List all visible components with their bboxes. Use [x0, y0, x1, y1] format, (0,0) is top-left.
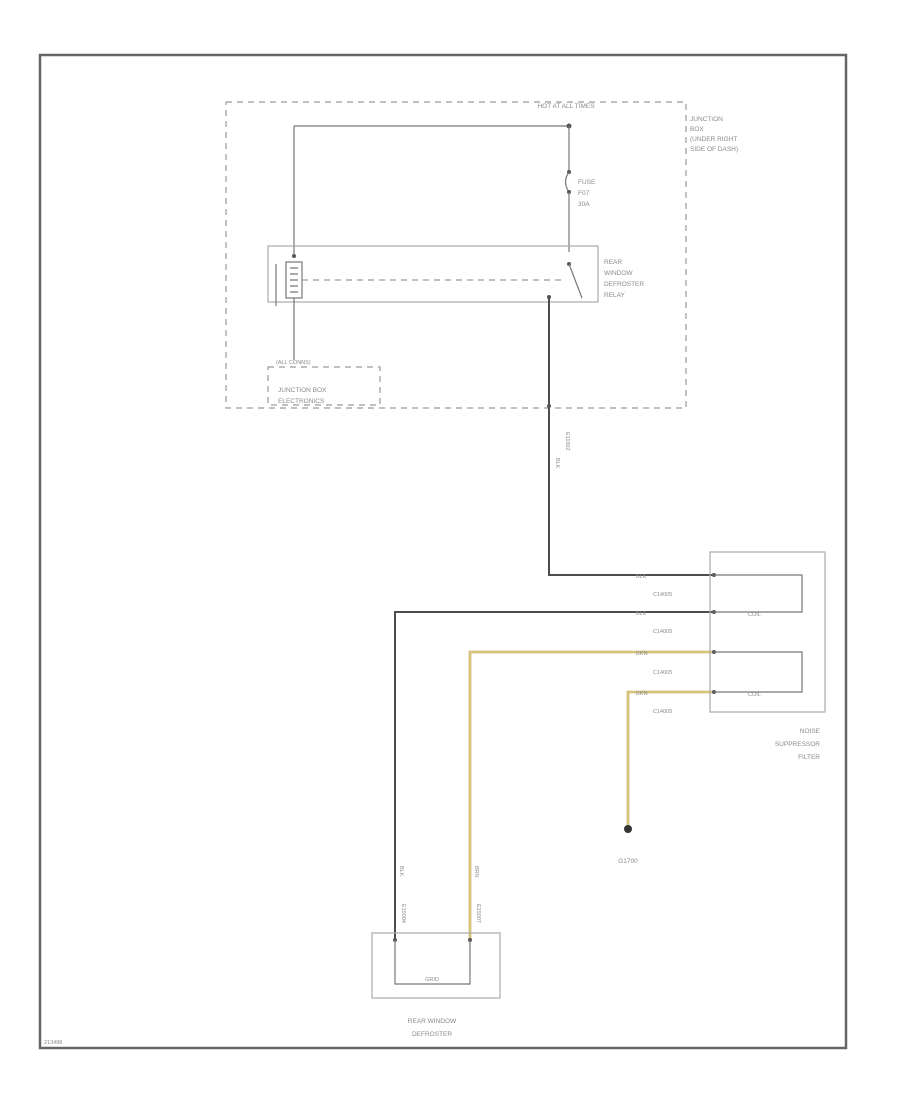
relay-label: REAR WINDOW DEFROSTER RELAY [604, 259, 644, 299]
svg-text:F07: F07 [578, 190, 590, 197]
left-defroster-wire [394, 611, 712, 940]
jb-electronics-connector: (ALL CONNS) [276, 360, 311, 366]
main-feed-wire [548, 297, 712, 576]
svg-text:SUPPRESSOR: SUPPRESSOR [775, 741, 820, 748]
svg-text:C14005: C14005 [653, 709, 672, 715]
diagram-frame [38, 53, 848, 1050]
defroster-element: GRID [393, 938, 472, 985]
svg-text:GRID: GRID [425, 977, 439, 983]
svg-text:RELAY: RELAY [604, 292, 625, 299]
svg-text:BLK: BLK [636, 574, 647, 580]
svg-text:(UNDER RIGHT: (UNDER RIGHT [690, 136, 737, 143]
svg-text:BOX: BOX [690, 126, 704, 133]
jb-electronics-outline [267, 366, 381, 406]
svg-text:C14005: C14005 [653, 629, 672, 635]
fuse-f07 [564, 126, 571, 252]
svg-text:C14005: C14005 [653, 670, 672, 676]
svg-text:JUNCTION: JUNCTION [690, 116, 723, 123]
right-defroster-color-label: BRN [473, 866, 479, 878]
fuse-label: FUSE F07 30A [578, 179, 596, 208]
relay-switch [547, 262, 583, 299]
noise-filter-outline [709, 551, 826, 713]
svg-text:C14005: C14005 [653, 592, 672, 598]
junction-box-outline [225, 101, 687, 409]
svg-text:COIL: COIL [748, 692, 761, 698]
svg-text:WINDOW: WINDOW [604, 270, 633, 277]
right-defroster-wire-core [469, 651, 712, 940]
connector-pin [547, 404, 551, 408]
defroster-label: REAR WINDOW DEFROSTER [408, 1018, 457, 1038]
svg-text:ELECTRONICS: ELECTRONICS [278, 398, 325, 405]
noise-filter-label: NOISE SUPPRESSOR FILTER [775, 728, 821, 761]
ground-label: G1700 [618, 858, 638, 865]
noise-filter-coil-1: COIL [714, 574, 803, 618]
left-defroster-color-label: BLK [398, 866, 404, 877]
filter-pin-4: BRN C14005 [636, 691, 672, 715]
svg-text:30A: 30A [578, 201, 590, 208]
svg-text:BLK: BLK [636, 611, 647, 617]
main-connector-label: E11002 [564, 432, 570, 451]
junction-box-label: JUNCTION BOX (UNDER RIGHT SIDE OF DASH) [690, 116, 738, 153]
svg-text:NOISE: NOISE [800, 728, 821, 735]
svg-text:FILTER: FILTER [798, 754, 820, 761]
filter-pin-2: BLK C14005 [636, 611, 672, 635]
relay-outline [267, 245, 599, 303]
ground-wire-core [627, 691, 712, 825]
ground-icon [624, 825, 632, 833]
filter-pin-3: BRN C14005 [636, 651, 672, 676]
defroster-outline [371, 932, 501, 999]
diagram-code: 213488 [44, 1040, 62, 1046]
relay-coil [275, 254, 303, 360]
svg-text:DEFROSTER: DEFROSTER [604, 281, 644, 288]
right-defroster-connector-label: E15007 [475, 904, 481, 923]
svg-text:REAR WINDOW: REAR WINDOW [408, 1018, 457, 1025]
filter-pin-1: BLK C14005 [636, 574, 672, 598]
svg-text:BRN: BRN [636, 651, 648, 657]
noise-filter-coil-2: COIL [714, 651, 803, 698]
svg-text:COIL: COIL [748, 612, 761, 618]
svg-text:DEFROSTER: DEFROSTER [412, 1031, 452, 1038]
jb-electronics-label: JUNCTION BOX ELECTRONICS [278, 387, 327, 405]
left-defroster-connector-label: E15004 [400, 904, 406, 923]
svg-text:BRN: BRN [636, 691, 648, 697]
noise-filter-pins [712, 573, 716, 694]
svg-text:REAR: REAR [604, 259, 622, 266]
svg-text:SIDE OF DASH): SIDE OF DASH) [690, 146, 738, 153]
main-wire-color-label: BLK [554, 458, 560, 469]
svg-text:JUNCTION BOX: JUNCTION BOX [278, 387, 327, 394]
svg-text:FUSE: FUSE [578, 179, 596, 186]
hot-at-all-times-label: HOT AT ALL TIMES [537, 103, 595, 110]
right-defroster-wire [468, 650, 712, 940]
